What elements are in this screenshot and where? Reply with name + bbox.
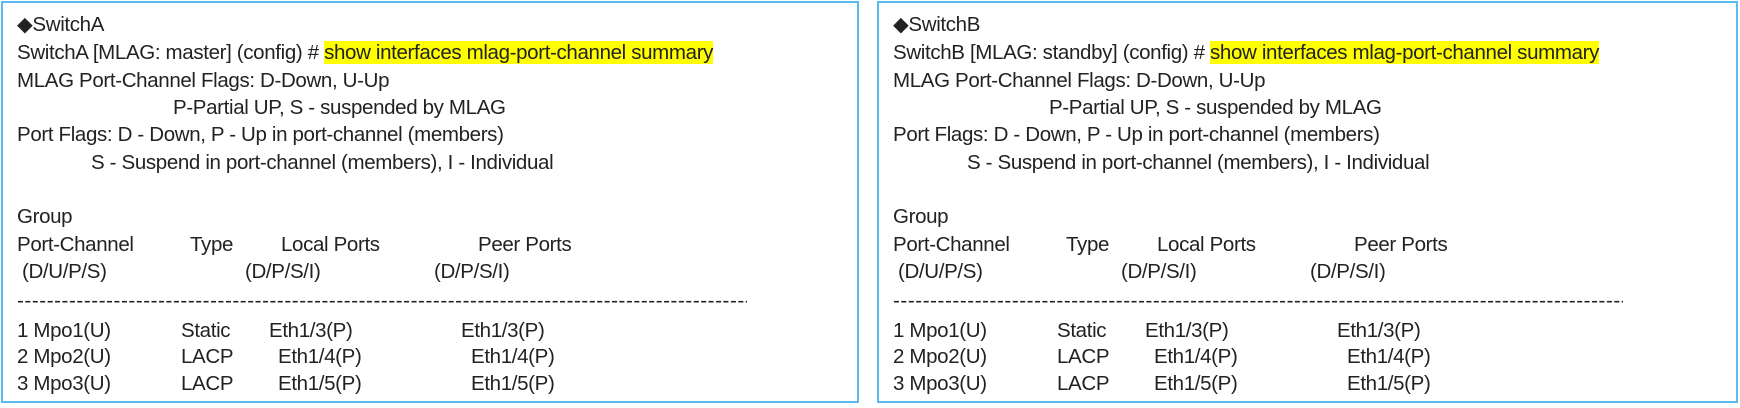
header-peer-flags: (D/P/S/I) [434, 260, 510, 283]
row-type: LACP [181, 345, 234, 368]
header-type: Type [1066, 233, 1110, 256]
row-group: 1 Mpo1(U) [893, 319, 987, 342]
header-peer-flags: (D/P/S/I) [1310, 260, 1386, 283]
separator-line: ----------------------------------------… [17, 289, 747, 312]
flags-line-3: Port Flags: D - Down, P - Up in port-cha… [17, 123, 504, 146]
header-group: Group [17, 205, 73, 228]
command-line: SwitchA [MLAG: master] (config) # show i… [17, 41, 713, 65]
cli-prompt: SwitchB [MLAG: standby] (config) # [893, 41, 1211, 64]
flags-line-4: S - Suspend in port-channel (members), I… [91, 151, 554, 174]
header-pc-flags: (D/U/P/S) [898, 260, 983, 283]
row-local: Eth1/4(P) [1154, 345, 1238, 368]
highlighted-command: show interfaces mlag-port-channel summar… [1210, 41, 1600, 64]
header-type: Type [190, 233, 234, 256]
row-peer: Eth1/5(P) [471, 372, 555, 395]
panel-title: ◆SwitchA [17, 13, 104, 37]
row-group: 3 Mpo3(U) [893, 372, 987, 395]
row-local: Eth1/5(P) [278, 372, 362, 395]
flags-line-1: MLAG Port-Channel Flags: D-Down, U-Up [17, 69, 390, 92]
switch-title: SwitchB [908, 13, 981, 36]
separator-line: ----------------------------------------… [893, 289, 1623, 312]
header-local-ports: Local Ports [1157, 233, 1256, 256]
flags-line-1: MLAG Port-Channel Flags: D-Down, U-Up [893, 69, 1266, 92]
row-type: LACP [181, 372, 234, 395]
flags-line-2: P-Partial UP, S - suspended by MLAG [1049, 96, 1382, 119]
row-peer: Eth1/5(P) [1347, 372, 1431, 395]
cli-prompt: SwitchA [MLAG: master] (config) # [17, 41, 325, 64]
flags-line-3: Port Flags: D - Down, P - Up in port-cha… [893, 123, 1380, 146]
command-line: SwitchB [MLAG: standby] (config) # show … [893, 41, 1599, 65]
row-group: 3 Mpo3(U) [17, 372, 111, 395]
row-group: 2 Mpo2(U) [893, 345, 987, 368]
header-peer-ports: Peer Ports [1354, 233, 1448, 256]
row-peer: Eth1/3(P) [1337, 319, 1421, 342]
row-type: LACP [1057, 372, 1110, 395]
header-port-channel: Port-Channel [893, 233, 1010, 256]
header-group: Group [893, 205, 949, 228]
switch-a-panel: ◆SwitchA SwitchA [MLAG: master] (config)… [1, 1, 859, 403]
switch-title: SwitchA [32, 13, 105, 36]
flags-line-4: S - Suspend in port-channel (members), I… [967, 151, 1430, 174]
panel-title: ◆SwitchB [893, 13, 980, 37]
row-type: Static [1057, 319, 1107, 342]
diamond-icon: ◆ [17, 13, 33, 36]
row-peer: Eth1/4(P) [1347, 345, 1431, 368]
row-local: Eth1/4(P) [278, 345, 362, 368]
row-type: Static [181, 319, 231, 342]
row-type: LACP [1057, 345, 1110, 368]
header-pc-flags: (D/U/P/S) [22, 260, 107, 283]
header-port-channel: Port-Channel [17, 233, 134, 256]
row-local: Eth1/5(P) [1154, 372, 1238, 395]
header-peer-ports: Peer Ports [478, 233, 572, 256]
switch-b-panel: ◆SwitchB SwitchB [MLAG: standby] (config… [877, 1, 1738, 403]
header-local-flags: (D/P/S/I) [245, 260, 321, 283]
header-local-ports: Local Ports [281, 233, 380, 256]
flags-line-2: P-Partial UP, S - suspended by MLAG [173, 96, 506, 119]
row-peer: Eth1/4(P) [471, 345, 555, 368]
header-local-flags: (D/P/S/I) [1121, 260, 1197, 283]
row-peer: Eth1/3(P) [461, 319, 545, 342]
row-local: Eth1/3(P) [269, 319, 353, 342]
row-local: Eth1/3(P) [1145, 319, 1229, 342]
row-group: 1 Mpo1(U) [17, 319, 111, 342]
highlighted-command: show interfaces mlag-port-channel summar… [324, 41, 714, 64]
diamond-icon: ◆ [893, 13, 909, 36]
row-group: 2 Mpo2(U) [17, 345, 111, 368]
